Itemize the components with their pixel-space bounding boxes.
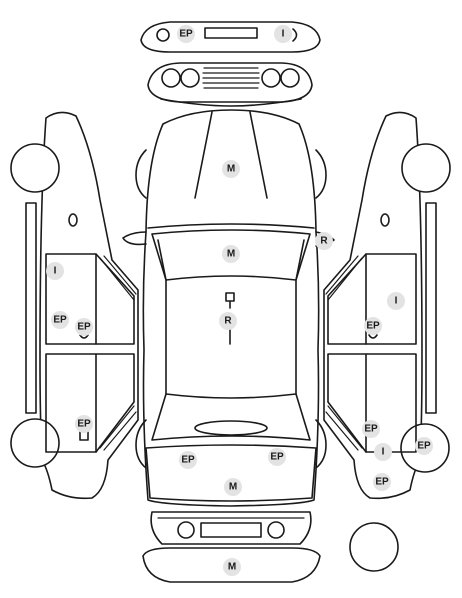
svg-text:M: M (229, 482, 237, 493)
svg-text:I: I (395, 296, 398, 307)
right-side-view (323, 111, 451, 500)
marker-right-front-door-ep[interactable]: EP (364, 317, 382, 335)
marker-windshield[interactable]: M (222, 245, 240, 263)
marker-hood[interactable]: M (222, 160, 240, 178)
marker-left-rear-door-ep[interactable]: EP (75, 415, 93, 433)
svg-text:M: M (228, 562, 236, 573)
svg-text:I: I (282, 29, 285, 40)
marker-right-side-i[interactable]: I (387, 292, 405, 310)
svg-text:EP: EP (375, 477, 389, 488)
svg-text:M: M (227, 249, 235, 260)
svg-text:EP: EP (270, 452, 284, 463)
front-bumper (140, 21, 321, 53)
marker-front-bumper-ep[interactable]: EP (177, 25, 195, 43)
svg-text:R: R (320, 236, 328, 247)
marker-trunk-ep-left[interactable]: EP (179, 451, 197, 469)
svg-text:I: I (54, 266, 57, 277)
marker-left-front-door-handle-ep[interactable]: EP (75, 318, 93, 336)
svg-text:EP: EP (417, 441, 431, 452)
marker-right-rear-wheel-ep[interactable]: EP (415, 437, 433, 455)
svg-text:EP: EP (366, 321, 380, 332)
svg-text:R: R (224, 316, 232, 327)
marker-right-rear-wheel-i[interactable]: I (374, 443, 392, 461)
svg-text:EP: EP (53, 315, 67, 326)
svg-text:I: I (382, 447, 385, 458)
car-top-view (122, 109, 335, 507)
marker-left-side-i[interactable]: I (46, 262, 64, 280)
svg-text:EP: EP (77, 322, 91, 333)
marker-right-rear-quarter-ep[interactable]: EP (373, 473, 391, 491)
marker-roof[interactable]: R (219, 312, 237, 330)
svg-text:EP: EP (179, 29, 193, 40)
damage-markers: EP I M M R R I EP EP EP I EP EP I EP EP … (46, 25, 433, 576)
marker-rear-bumper[interactable]: M (223, 558, 241, 576)
marker-roof-side[interactable]: R (315, 232, 333, 250)
marker-trunk-ep-right[interactable]: EP (268, 448, 286, 466)
svg-text:EP: EP (77, 419, 91, 430)
marker-left-front-door-ep[interactable]: EP (51, 311, 69, 329)
svg-text:EP: EP (364, 424, 378, 435)
svg-text:EP: EP (181, 455, 195, 466)
front-grille-view (147, 62, 313, 107)
rear-view (142, 511, 321, 583)
svg-text:M: M (227, 164, 235, 175)
marker-front-bumper-i[interactable]: I (274, 25, 292, 43)
left-side-view (10, 111, 139, 500)
marker-right-rear-door-ep[interactable]: EP (362, 420, 380, 438)
marker-trunk[interactable]: M (224, 478, 242, 496)
spare-wheel (349, 522, 399, 572)
